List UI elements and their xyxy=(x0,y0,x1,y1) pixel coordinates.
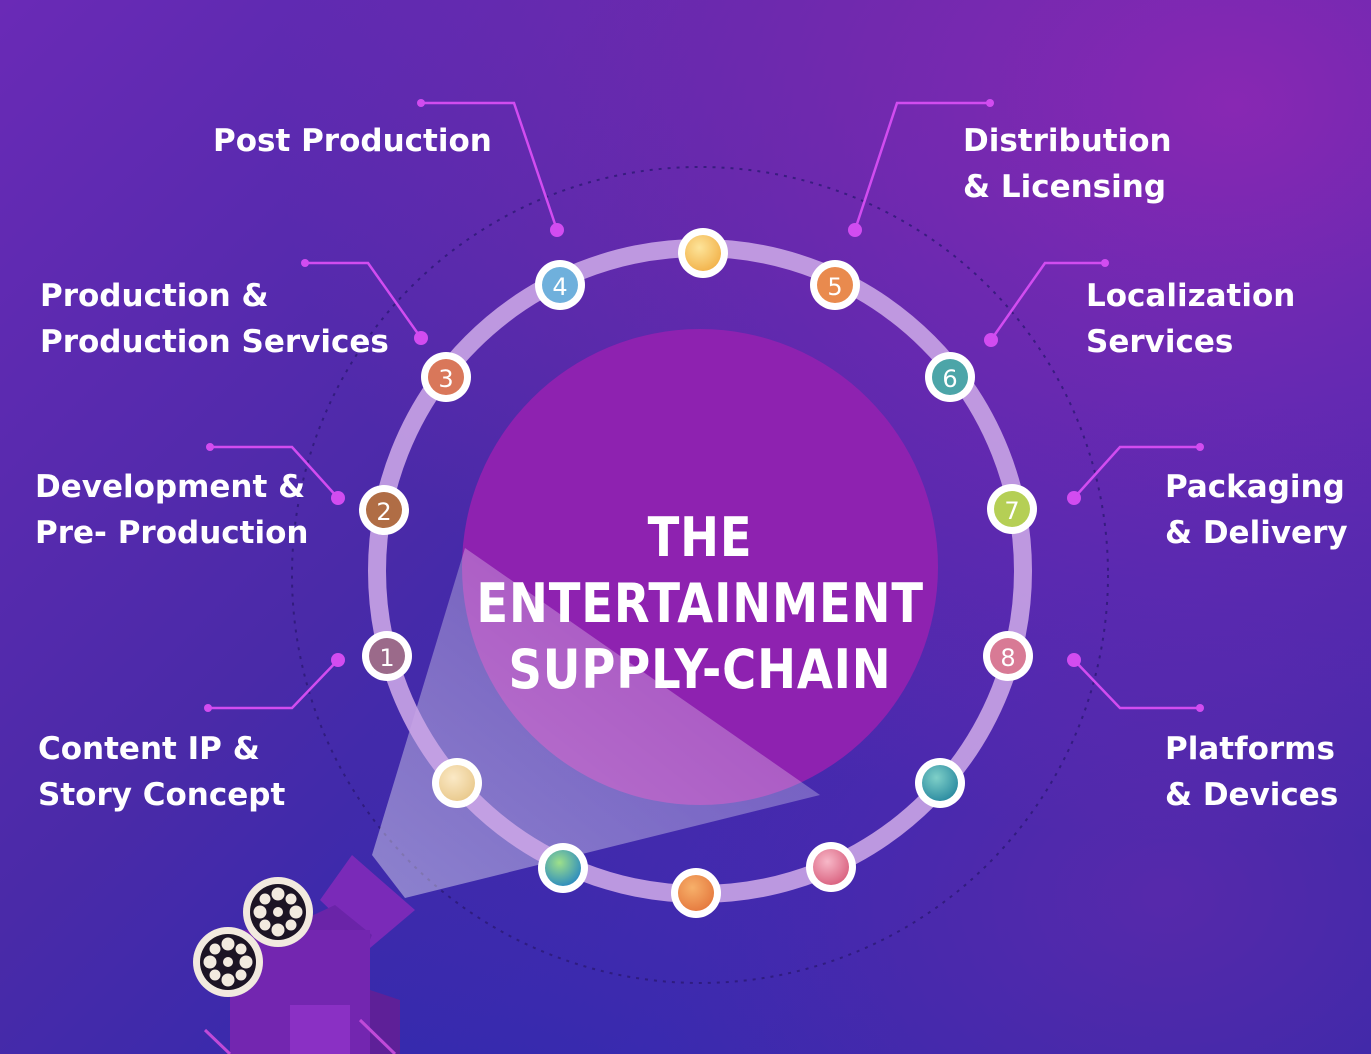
stage-label-3-line-1: Production & xyxy=(40,278,269,314)
stage-nodes: 1 2 3 4 5 6 7 8 xyxy=(359,260,1037,681)
stage-label-1-line-2: Story Concept xyxy=(38,777,286,813)
stage-number-6: 6 xyxy=(942,365,957,393)
leader-line-7 xyxy=(1073,445,1200,499)
ring-dot xyxy=(806,842,856,892)
stage-label-1: Content IP & Story Concept xyxy=(38,726,285,818)
outer-dotted-circle xyxy=(291,166,1109,984)
leader-endpoints xyxy=(204,99,1204,712)
stage-number-5: 5 xyxy=(827,273,842,301)
stage-node-2: 2 xyxy=(359,485,409,535)
stage-label-7: Packaging & Delivery xyxy=(1165,464,1348,556)
stage-number-4: 4 xyxy=(552,273,567,301)
leader-lines xyxy=(208,101,1200,710)
stage-label-2-line-2: Pre- Production xyxy=(35,515,309,551)
stage-label-3: Production & Production Services xyxy=(40,273,389,365)
stage-node-6: 6 xyxy=(925,352,975,402)
title-line-2: SUPPLY-CHAIN xyxy=(508,638,892,701)
diagram-title: THE ENTERTAINMENT SUPPLY-CHAIN xyxy=(476,505,923,703)
film-projector-icon xyxy=(193,855,415,1054)
leader-line-4 xyxy=(421,101,559,231)
ring-dot xyxy=(671,868,721,918)
leader-line-5 xyxy=(853,101,990,231)
stage-number-3: 3 xyxy=(438,365,453,393)
stage-node-5: 5 xyxy=(810,260,860,310)
stage-number-2: 2 xyxy=(376,498,391,526)
leader-line-1 xyxy=(208,659,339,710)
stage-label-6: Localization Services xyxy=(1086,273,1295,365)
stage-label-5-line-1: Distribution xyxy=(963,123,1172,159)
stage-node-4: 4 xyxy=(535,260,585,310)
stage-node-3: 3 xyxy=(421,352,471,402)
stage-label-2-line-1: Development & xyxy=(35,469,306,505)
stage-node-8: 8 xyxy=(983,631,1033,681)
stage-label-4: Post Production xyxy=(213,118,492,164)
stage-node-7: 7 xyxy=(987,484,1037,534)
stage-number-1: 1 xyxy=(379,644,394,672)
leader-line-6 xyxy=(989,261,1105,341)
ring-dot xyxy=(432,758,482,808)
film-reel-icon xyxy=(193,927,263,997)
stage-label-5-line-2: & Licensing xyxy=(963,169,1167,205)
stage-label-5: Distribution & Licensing xyxy=(963,118,1172,210)
leader-line-8 xyxy=(1073,659,1200,710)
stage-node-1: 1 xyxy=(362,631,412,681)
stage-number-8: 8 xyxy=(1000,644,1015,672)
stage-label-8: Platforms & Devices xyxy=(1165,726,1338,818)
stage-label-6-line-1: Localization xyxy=(1086,278,1296,314)
ring-dot xyxy=(678,228,728,278)
stage-label-2: Development & Pre- Production xyxy=(35,464,308,556)
stage-number-7: 7 xyxy=(1004,497,1019,525)
ring-dot xyxy=(538,843,588,893)
film-reel-icon xyxy=(243,877,313,947)
stage-label-8-line-2: & Devices xyxy=(1165,777,1339,813)
stage-label-4-line-1: Post Production xyxy=(213,123,492,159)
leader-line-2 xyxy=(210,445,339,499)
decorative-dots xyxy=(432,228,965,918)
title-line-1: THE ENTERTAINMENT xyxy=(476,506,924,635)
ring-dot xyxy=(915,758,965,808)
stage-label-7-line-2: & Delivery xyxy=(1165,515,1348,551)
leader-line-3 xyxy=(305,261,423,339)
stage-label-6-line-2: Services xyxy=(1086,324,1234,360)
stage-label-8-line-1: Platforms xyxy=(1165,731,1335,767)
stage-label-1-line-1: Content IP & xyxy=(38,731,260,767)
stage-label-7-line-1: Packaging xyxy=(1165,469,1345,505)
stage-label-3-line-2: Production Services xyxy=(40,324,389,360)
